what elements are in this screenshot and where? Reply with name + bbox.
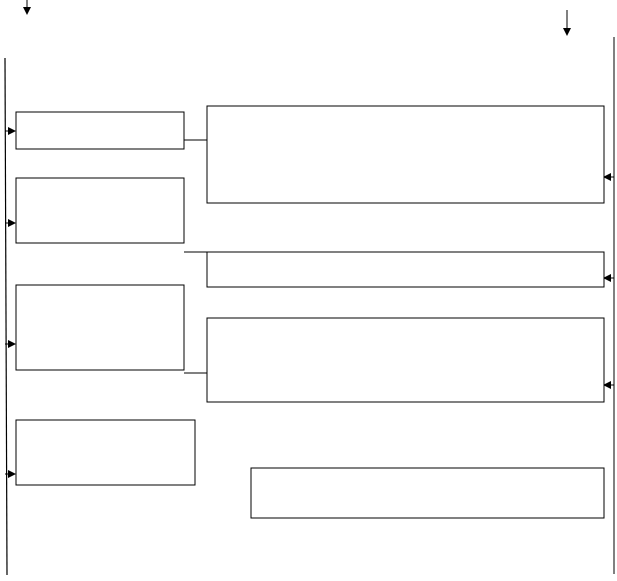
left-box-3: [15, 284, 185, 371]
right-box-3: [206, 317, 605, 403]
right-box-4: [250, 467, 605, 519]
right-box-1: [206, 105, 605, 204]
left-box-4: [15, 419, 196, 486]
left-vertical-rail: [4, 57, 8, 576]
right-box-2: [206, 251, 605, 288]
left-box-2: [15, 177, 185, 244]
left-box-1: [15, 111, 185, 150]
